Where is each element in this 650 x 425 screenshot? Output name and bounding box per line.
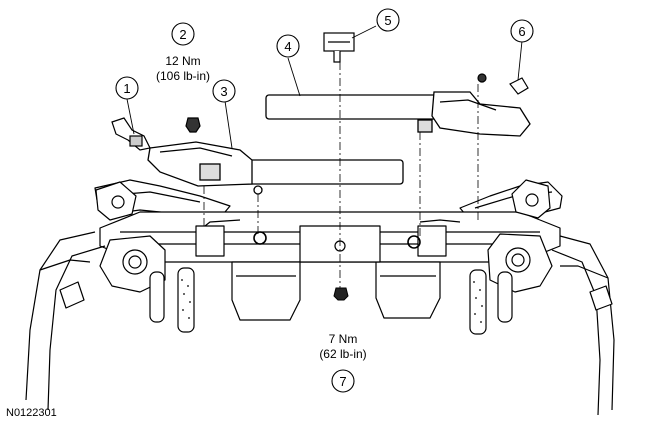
torque-2-nm: 12 Nm	[165, 54, 200, 68]
callout-4: 4	[276, 34, 300, 58]
torque-7-lbin: (62 lb-in)	[319, 347, 366, 361]
torque-spec-7: 7 Nm (62 lb-in)	[319, 332, 366, 361]
subframe	[25, 179, 615, 416]
callout-2-number: 2	[179, 27, 186, 42]
alignment-lines	[203, 62, 479, 288]
torque-7-nm: 7 Nm	[329, 332, 358, 346]
callout-1: 1	[115, 76, 139, 100]
component-4-right-cylinder	[265, 91, 531, 137]
callout-3: 3	[212, 79, 236, 103]
component-6-clip	[477, 73, 529, 95]
component-5-bracket	[323, 32, 355, 63]
callout-6-number: 6	[518, 24, 525, 39]
component-1-connector	[111, 117, 151, 151]
component-2-bolt	[185, 117, 201, 133]
callout-4-number: 4	[284, 39, 291, 54]
callout-7-number: 7	[339, 374, 346, 389]
leader-lines	[126, 25, 523, 149]
component-7-nut	[333, 287, 349, 301]
torque-2-lbin: (106 lb-in)	[156, 69, 210, 83]
rod-texture	[181, 279, 483, 323]
callout-6: 6	[510, 19, 534, 43]
callout-7: 7	[331, 369, 355, 393]
callout-2: 2	[171, 22, 195, 46]
callouts: 1 2 3 4 5 6 7	[115, 8, 534, 393]
callout-1-number: 1	[123, 81, 130, 96]
component-3-left-cylinder	[147, 141, 404, 195]
torque-spec-2: 12 Nm (106 lb-in)	[156, 54, 210, 83]
callout-5: 5	[376, 8, 400, 32]
callout-5-number: 5	[384, 13, 391, 28]
figure-id: N0122301	[6, 407, 57, 419]
callout-3-number: 3	[220, 84, 227, 99]
